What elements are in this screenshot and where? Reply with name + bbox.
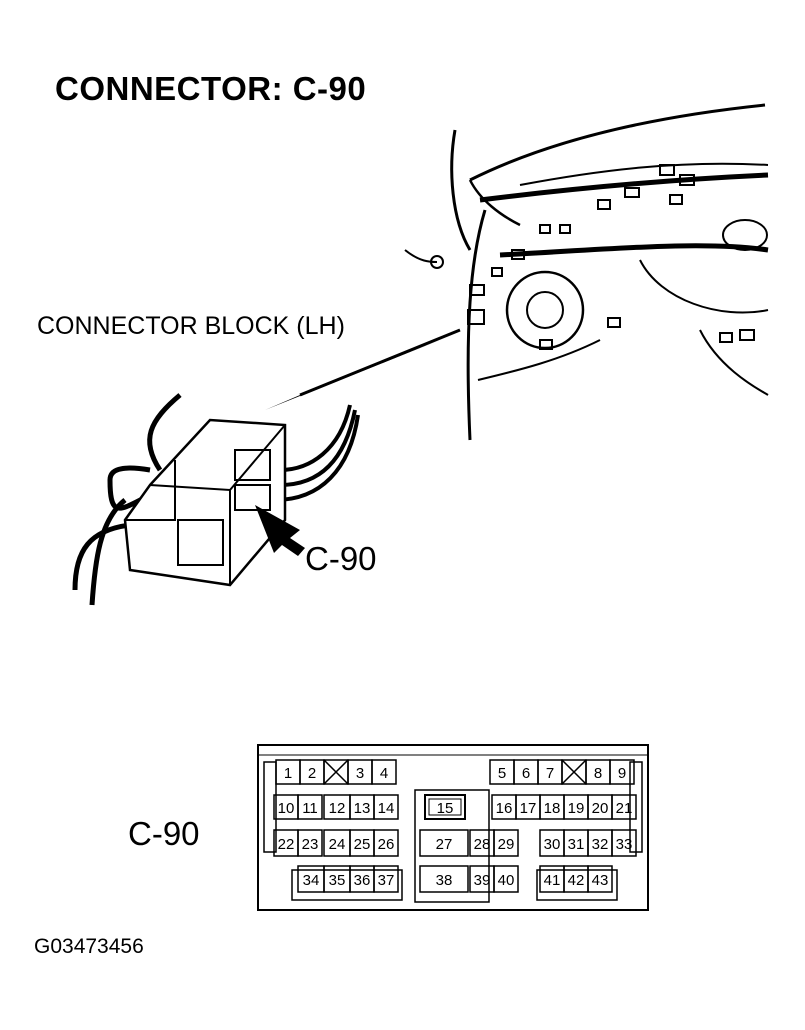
pin-3: 3 <box>356 765 364 782</box>
pin-5: 5 <box>498 765 506 782</box>
pin-22: 22 <box>278 836 295 853</box>
pin-42: 42 <box>568 872 585 889</box>
pin-38: 38 <box>436 872 453 889</box>
pin-16: 16 <box>496 800 513 817</box>
pin-20: 20 <box>592 800 609 817</box>
pin-12: 12 <box>329 800 346 817</box>
pin-6: 6 <box>522 765 530 782</box>
pin-29: 29 <box>498 836 515 853</box>
pin-14: 14 <box>378 800 395 817</box>
pin-8: 8 <box>594 765 602 782</box>
pin-23: 23 <box>302 836 319 853</box>
pin-10: 10 <box>278 800 295 817</box>
pin-37: 37 <box>378 872 395 889</box>
pin-17: 17 <box>520 800 537 817</box>
blanked-pin-cavity <box>561 759 587 785</box>
blanked-pin-cavity <box>323 759 349 785</box>
pin-40: 40 <box>498 872 515 889</box>
connector-callout-label: C-90 <box>305 540 377 577</box>
pin-26: 26 <box>378 836 395 853</box>
pin-19: 19 <box>568 800 585 817</box>
connector-block-label: CONNECTOR BLOCK (LH) <box>37 312 345 340</box>
pin-32: 32 <box>592 836 609 853</box>
pin-28: 28 <box>474 836 491 853</box>
pin-2: 2 <box>308 765 316 782</box>
pin-1: 1 <box>284 765 292 782</box>
pin-11: 11 <box>302 800 318 817</box>
pin-24: 24 <box>329 836 346 853</box>
pin-21: 21 <box>616 800 633 817</box>
pin-7: 7 <box>546 765 554 782</box>
pin-13: 13 <box>354 800 371 817</box>
pin-31: 31 <box>568 836 585 853</box>
pin-27: 27 <box>436 836 453 853</box>
pin-9: 9 <box>618 765 626 782</box>
pin-41: 41 <box>544 872 561 889</box>
pin-43: 43 <box>592 872 609 889</box>
pin-39: 39 <box>474 872 491 889</box>
pin-25: 25 <box>354 836 371 853</box>
pin-4: 4 <box>380 765 388 782</box>
pin-35: 35 <box>329 872 346 889</box>
pin-18: 18 <box>544 800 561 817</box>
pin-36: 36 <box>354 872 371 889</box>
pinout-label: C-90 <box>128 815 200 852</box>
pin-33: 33 <box>616 836 633 853</box>
pin-15: 15 <box>437 800 454 817</box>
pin-30: 30 <box>544 836 561 853</box>
diagram-title: CONNECTOR: C-90 <box>55 70 367 107</box>
figure-id: G03473456 <box>34 935 144 958</box>
pin-34: 34 <box>303 872 320 889</box>
